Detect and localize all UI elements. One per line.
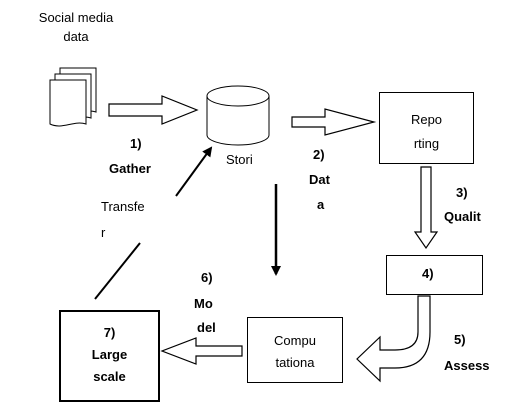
source-label-line1: Social media	[38, 10, 114, 25]
transfer-label: Transfe r	[101, 194, 145, 246]
quality-arrow	[413, 166, 439, 250]
transfer-label-line1: Transfe	[101, 199, 145, 214]
documents-icon	[49, 67, 97, 127]
step2-number: 2)	[313, 147, 325, 162]
step3-name: Qualit	[444, 209, 481, 224]
step6-number: 6)	[201, 270, 213, 285]
large-scale-label-line2: Large	[91, 347, 128, 362]
step3-number: 3)	[456, 185, 468, 200]
computational-label-line1: Compu	[274, 333, 316, 348]
step1-name: Gather	[109, 161, 151, 176]
step4-box	[386, 255, 483, 295]
storage-cylinder	[206, 85, 270, 146]
step2-name-line1: Dat	[309, 172, 330, 187]
data-arrow	[291, 108, 377, 136]
reporting-label-line1: Repo	[410, 112, 443, 127]
step4-label: 4)	[422, 266, 434, 281]
step5-number: 5)	[454, 332, 466, 347]
reporting-box	[379, 92, 474, 164]
computational-box	[247, 317, 343, 383]
computational-label: Compu tationa	[247, 330, 343, 374]
reporting-label: Repo rting	[379, 108, 474, 156]
large-scale-label: 7) Large scale	[59, 322, 160, 388]
gather-arrow	[108, 95, 199, 125]
large-scale-label-line1: 7)	[103, 325, 116, 340]
transfer-arrow	[175, 146, 213, 197]
reporting-label-line2: rting	[413, 136, 440, 151]
model-arrow	[160, 337, 243, 365]
large-scale-box	[59, 310, 160, 402]
computational-label-line2: tationa	[275, 355, 315, 370]
step6-name-line1: Mo	[194, 296, 213, 311]
transfer-label-line2: r	[101, 225, 106, 240]
step6-name-line2: del	[197, 320, 216, 335]
step1-number: 1)	[130, 136, 142, 151]
source-label-line2: data	[63, 29, 89, 44]
storage-label: Stori	[226, 152, 253, 167]
source-label: Social media data	[16, 8, 136, 46]
step2-name-line2: a	[317, 197, 325, 212]
transfer-line	[94, 242, 141, 300]
assess-arrow	[356, 295, 431, 383]
large-scale-label-line3: scale	[93, 369, 126, 384]
step5-name: Assess	[444, 358, 490, 373]
